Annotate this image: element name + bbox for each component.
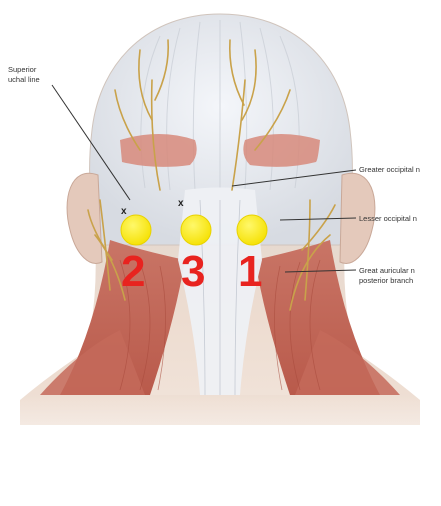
label-lesser-occipital: Lesser occipital n <box>359 214 417 223</box>
marker-1-number: 1 <box>238 247 262 296</box>
marker-3-circle <box>181 215 211 245</box>
marker-2-circle <box>121 215 151 245</box>
x-mark-left: x <box>121 206 127 217</box>
marker-1-circle <box>237 215 267 245</box>
label-superior-nuchal-line-1: Superior <box>8 65 37 74</box>
x-mark-center: x <box>178 198 184 209</box>
label-greater-occipital: Greater occipital n <box>359 165 420 174</box>
label-great-auricular-1: Great auricular n <box>359 266 415 275</box>
label-great-auricular-2: posterior branch <box>359 276 413 285</box>
ear-left <box>67 173 102 263</box>
label-superior-nuchal-line-2: uchal line <box>8 75 40 84</box>
marker-3-number: 3 <box>181 247 205 296</box>
occipitalis-left <box>120 134 197 167</box>
marker-2-number: 2 <box>121 247 145 296</box>
